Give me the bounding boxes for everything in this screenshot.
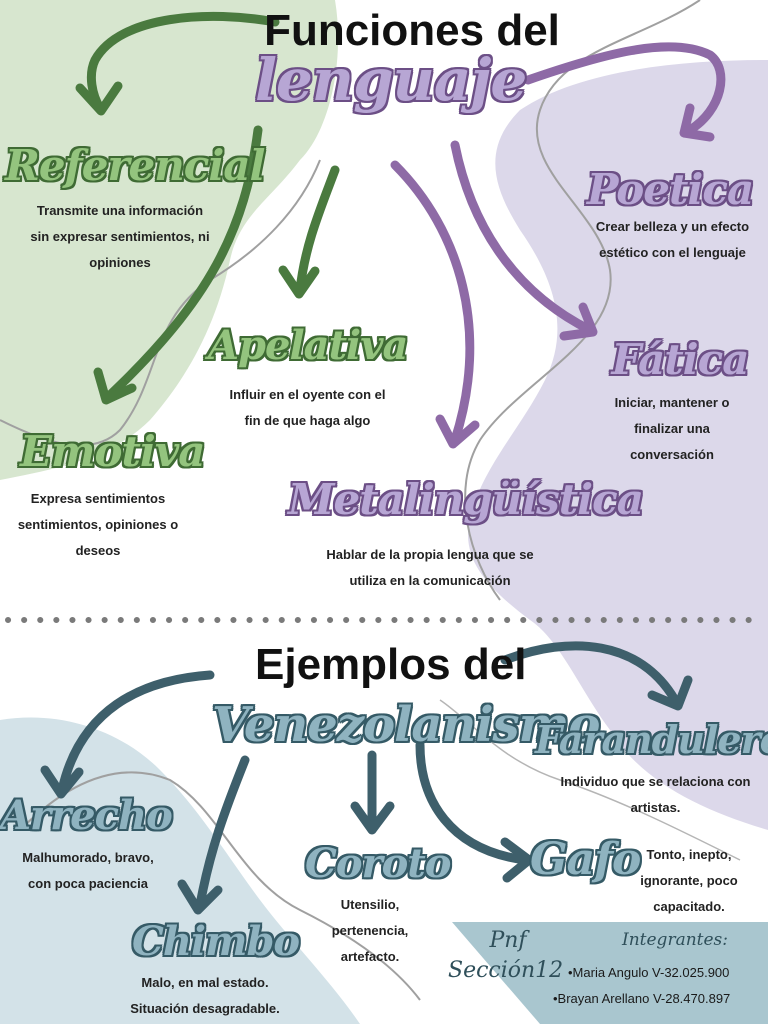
footer-pnf: Pnf xyxy=(489,928,527,953)
heading-examples-line2: Venezolanismo xyxy=(212,697,600,753)
arrowhead xyxy=(350,801,395,835)
arrowhead xyxy=(435,414,480,449)
function-desc-metalinguistica: Hablar de la propia lengua que se utiliz… xyxy=(326,547,534,588)
arrowhead xyxy=(93,367,137,405)
arrow-to-emotiva xyxy=(105,125,263,400)
heading-functions-line2: lenguaje xyxy=(255,46,527,114)
example-title-coroto: Coroto xyxy=(305,840,451,887)
arrow-to-apelativa xyxy=(295,165,340,295)
arrow-to-farandulero xyxy=(500,641,680,705)
function-desc-apelativa: Influir en el oyente con el fin de que h… xyxy=(229,387,386,428)
arrowhead xyxy=(75,81,123,116)
arrowhead xyxy=(40,765,84,799)
example-desc-arrecho: Malhumorado, bravo, con poca paciencia xyxy=(22,850,154,891)
function-title-apelativa: Apelativa xyxy=(208,322,408,369)
grey-guide-line xyxy=(439,699,741,861)
function-title-referencial: Referencial xyxy=(5,141,266,190)
grey-guide-line xyxy=(19,771,421,1001)
arrowhead xyxy=(177,879,223,915)
function-title-poetica: Poetica xyxy=(586,165,754,214)
arrow-to-metalinguistica xyxy=(390,160,475,445)
function-title-emotiva: Emotiva xyxy=(20,427,205,476)
arrow-to-arrecho xyxy=(57,670,215,795)
example-desc-coroto: Utensilio, pertenencia, artefacto. xyxy=(331,897,409,964)
arrowhead xyxy=(278,265,320,299)
footer-member-2: •Brayan Arellano V-28.470.897 xyxy=(553,991,731,1006)
function-desc-referencial: Transmite una información sin expresar s… xyxy=(30,203,210,270)
heading-examples-line1: Ejemplos del xyxy=(255,640,527,689)
footer-section: Sección12 xyxy=(448,958,564,983)
function-title-fatica: Fática xyxy=(611,335,750,384)
example-title-gafo: Gafo xyxy=(530,834,641,885)
function-desc-fatica: Iniciar, mantener o finalizar una conver… xyxy=(614,395,730,462)
arrow-to-referencial xyxy=(86,11,280,113)
function-title-metalinguistica: Metalingüística xyxy=(288,475,644,524)
purple-blob xyxy=(468,60,768,830)
arrow-to-fatica xyxy=(450,140,595,335)
function-desc-emotiva: Expresa sentimientos sentimientos, opini… xyxy=(17,491,179,558)
footer-band xyxy=(452,922,768,1024)
heading-functions-line1: Funciones del xyxy=(264,6,560,55)
function-desc-poetica: Crear belleza y un efecto estético con e… xyxy=(595,219,750,260)
arrowhead xyxy=(647,675,693,711)
blue-blob xyxy=(0,717,360,1024)
footer-member-1: •Maria Angulo V-32.025.900 xyxy=(568,965,730,980)
example-desc-farandulero: Individuo que se relaciona con artistas. xyxy=(560,774,751,815)
arrowhead xyxy=(500,837,534,883)
arrowhead xyxy=(559,302,598,341)
example-title-farandulero: Farandulero xyxy=(535,717,768,762)
arrow-to-poetica xyxy=(523,42,726,135)
example-title-chimbo: Chimbo xyxy=(132,918,300,965)
footer-members-title: Integrantes: xyxy=(622,930,728,950)
example-desc-gafo: Tonto, inepto, ignorante, poco capacitad… xyxy=(640,847,738,914)
arrowhead xyxy=(679,103,715,142)
example-desc-chimbo: Malo, en mal estado. Situación desagrada… xyxy=(130,975,280,1016)
arrow-to-chimbo xyxy=(195,755,250,910)
green-blob xyxy=(0,0,339,480)
arrow-to-gafo xyxy=(415,740,530,865)
example-title-arrecho: Arrecho xyxy=(0,792,173,839)
